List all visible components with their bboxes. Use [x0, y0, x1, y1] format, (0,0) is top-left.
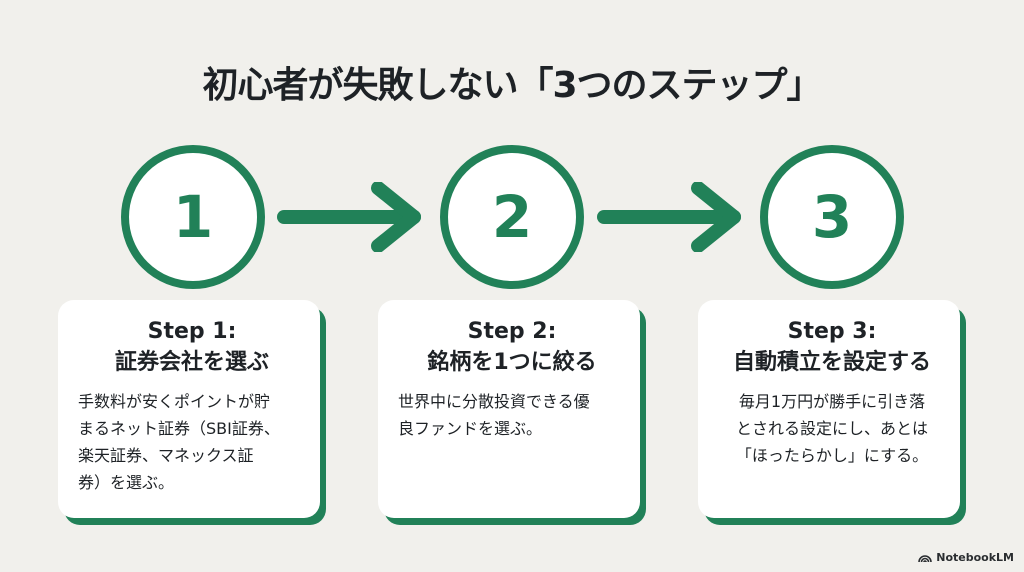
arrow-right-icon — [277, 182, 421, 252]
notebooklm-logo-icon — [918, 555, 933, 563]
step-1-heading: Step 1: — [147, 319, 237, 344]
step-2-body: 世界中に分散投資できる優 良ファンドを選ぶ。 — [398, 392, 590, 438]
step-2-heading: Step 2: — [467, 319, 557, 344]
brand-label: NotebookLM — [936, 551, 1014, 564]
step-3-circle: 3 — [760, 145, 904, 289]
card-panel: Step 1: 証券会社を選ぶ 手数料が安くポイントが貯 まるネット証券（SBI… — [58, 300, 320, 518]
step-2-circle: 2 — [440, 145, 584, 289]
brand-watermark: NotebookLM — [918, 551, 1014, 564]
step-3-card: Step 3: 自動積立を設定する 毎月1万円が勝手に引き落 とされる設定にし、… — [698, 300, 966, 525]
step-1-circle: 1 — [121, 145, 265, 289]
step-3-subheading: 自動積立を設定する — [732, 350, 931, 375]
step-1-number: 1 — [172, 183, 214, 251]
page-title: 初心者が失敗しない「3つのステップ」 — [202, 65, 822, 106]
step-2-subheading: 銘柄を1つに絞る — [427, 350, 597, 375]
card-panel: Step 2: 銘柄を1つに絞る 世界中に分散投資できる優 良ファンドを選ぶ。 — [378, 300, 640, 518]
card-panel: Step 3: 自動積立を設定する 毎月1万円が勝手に引き落 とされる設定にし、… — [698, 300, 960, 518]
step-1-card: Step 1: 証券会社を選ぶ 手数料が安くポイントが貯 まるネット証券（SBI… — [58, 300, 326, 525]
step-1-body: 手数料が安くポイントが貯 まるネット証券（SBI証券、 楽天証券、マネックス証 … — [78, 392, 280, 492]
step-3-number: 3 — [811, 183, 853, 251]
step-2-card: Step 2: 銘柄を1つに絞る 世界中に分散投資できる優 良ファンドを選ぶ。 — [378, 300, 646, 525]
arrow-right-icon — [597, 182, 741, 252]
step-3-heading: Step 3: — [787, 319, 877, 344]
step-3-body: 毎月1万円が勝手に引き落 とされる設定にし、あとは 「ほったらかし」にする。 — [735, 392, 929, 465]
step-1-subheading: 証券会社を選ぶ — [114, 350, 269, 375]
step-2-number: 2 — [491, 183, 533, 251]
